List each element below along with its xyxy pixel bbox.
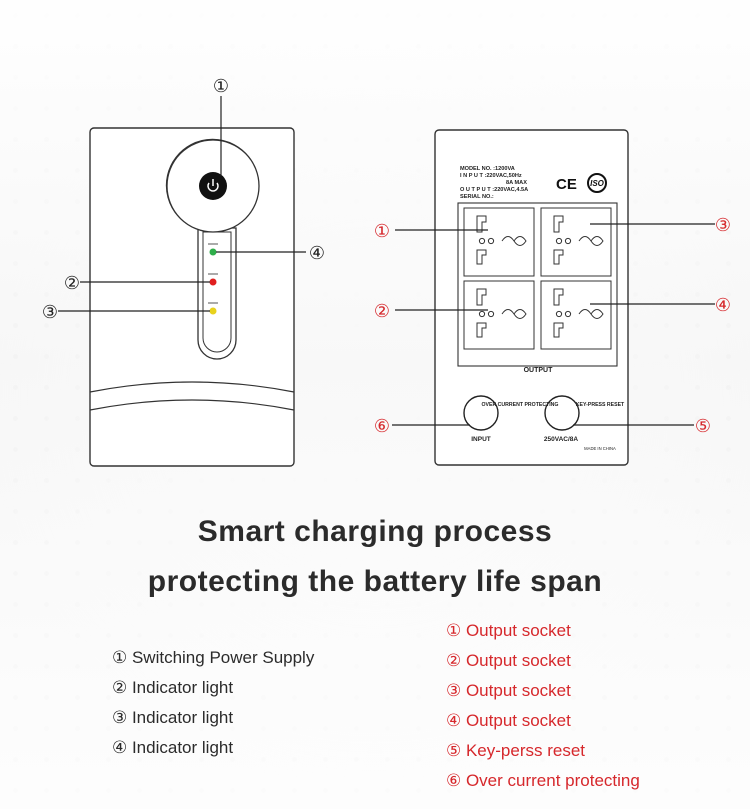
socket-group [463, 207, 612, 350]
product-diagram: ① ② ③ ④ MODEL NO. :1200VA I N P U T :220… [42, 76, 731, 467]
front-callout-4: ④ [309, 243, 325, 263]
rear-callout-3: ③ [715, 215, 731, 235]
rear-callout-4: ④ [715, 295, 731, 315]
input-label: INPUT [471, 436, 491, 443]
led-yellow [209, 307, 217, 315]
rear-panel-legend: ① Output socket ② Output socket ③ Output… [446, 616, 640, 796]
ce-mark: CE [556, 176, 577, 193]
output-label: OUTPUT [524, 367, 554, 374]
legend-item: ② Indicator light [112, 678, 234, 697]
front-callout-1: ① [213, 76, 229, 96]
rating-line-max: 8A MAX [506, 180, 527, 186]
made-in-label: MADE IN CHINA [584, 446, 616, 451]
rear-panel: MODEL NO. :1200VA I N P U T :220VAC,50Hz… [374, 129, 731, 466]
legend-item: ① Output socket [446, 621, 571, 640]
legend-item: ① Switching Power Supply [112, 648, 315, 667]
iso-mark: ISO [590, 179, 605, 188]
legend-item: ③ Output socket [446, 681, 571, 700]
rating-line-output: O U T P U T :220VAC,4.5A [460, 187, 528, 193]
output-socket-2[interactable] [463, 280, 535, 350]
key-press-reset-button[interactable] [544, 395, 580, 431]
led-red [209, 278, 217, 286]
rear-callout-1: ① [374, 221, 390, 241]
breaker-label-text: OVER CURRENT PROTECTING [482, 402, 559, 408]
rating-line-model: MODEL NO. :1200VA [460, 166, 515, 172]
headline-line-2: protecting the battery life span [147, 565, 603, 598]
front-callout-3: ③ [42, 302, 58, 322]
rating-line-serial: SERIAL NO.: [460, 194, 494, 200]
over-current-breaker[interactable] [463, 395, 499, 431]
front-panel: ① ② ③ ④ [42, 76, 325, 467]
legend-item: ④ Output socket [446, 711, 571, 730]
power-icon [207, 179, 219, 192]
front-callout-2: ② [64, 273, 80, 293]
legend-item: ② Output socket [446, 651, 571, 670]
reset-label: KEY-PRESS RESET [576, 402, 625, 408]
led-green [209, 248, 217, 256]
rear-callout-5: ⑤ [695, 416, 711, 436]
rating-line-input: I N P U T :220VAC,50Hz [460, 173, 522, 179]
legend-item: ④ Indicator light [112, 738, 234, 757]
legend-item: ③ Indicator light [112, 708, 234, 727]
output-socket-3[interactable] [540, 207, 612, 277]
rating-label: 250VAC/8A [544, 436, 579, 443]
reset-label-text: KEY-PRESS RESET [576, 402, 625, 408]
rear-callout-6: ⑥ [374, 416, 390, 436]
legend-item: ⑥ Over current protecting [446, 771, 640, 790]
socket-holes [476, 215, 604, 338]
headline-line-1: Smart charging process [197, 515, 553, 548]
output-socket-4[interactable] [540, 280, 612, 350]
breaker-label: OVER CURRENT PROTECTING [482, 402, 559, 408]
legend-item: ⑤ Key-perss reset [446, 741, 586, 760]
output-socket-1[interactable] [463, 207, 535, 277]
rear-callout-2: ② [374, 301, 390, 321]
front-panel-legend: ① Switching Power Supply ② Indicator lig… [112, 643, 314, 763]
